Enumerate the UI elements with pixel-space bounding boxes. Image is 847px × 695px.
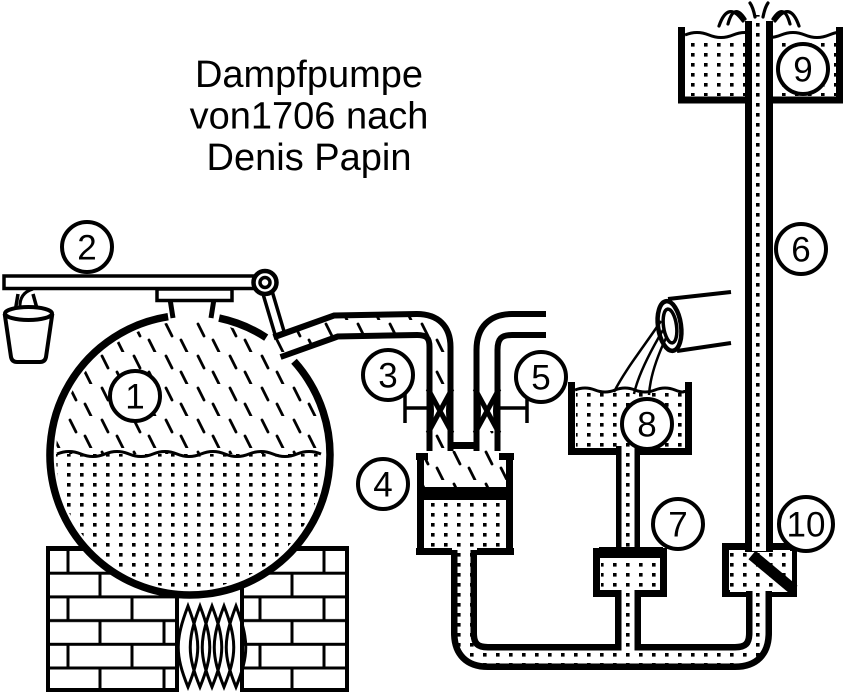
label-7-number: 7 <box>668 506 687 545</box>
spray-mid-left <box>748 1 757 19</box>
manifold-water <box>457 540 766 664</box>
valve5-stem <box>500 394 529 423</box>
label-3: 3 <box>361 348 415 402</box>
spray-left-inner <box>726 10 747 26</box>
label-8-number: 8 <box>637 406 656 445</box>
boiler-shell <box>46 312 334 599</box>
pipe-interiors <box>261 316 553 456</box>
valve-flange <box>155 287 234 303</box>
spray-left-outer <box>717 10 745 28</box>
label-2: 2 <box>60 220 114 274</box>
label-9-number: 9 <box>793 51 812 90</box>
label-2-number: 2 <box>77 229 96 268</box>
bucket-body <box>2 314 55 364</box>
valve3-stem <box>403 394 427 423</box>
label-1-number: 1 <box>125 378 144 417</box>
part-labels: 1 2 3 4 5 6 7 8 <box>60 42 835 553</box>
water-inlet-pipe <box>612 290 732 396</box>
valve5-cross <box>472 387 502 435</box>
piston <box>419 487 511 500</box>
lever-pivot-pin <box>258 275 272 290</box>
lever-arm <box>2 274 260 291</box>
label-10-number: 10 <box>787 506 826 545</box>
diagram-title: Dampfpumpe von1706 nach Denis Papin <box>190 54 429 179</box>
water-stream-3 <box>647 337 668 396</box>
cylinder <box>416 442 514 555</box>
label-6: 6 <box>774 222 828 276</box>
water-stream-1 <box>612 320 663 393</box>
valve3-cross <box>425 387 455 435</box>
valve-5 <box>472 387 529 435</box>
valve10-flap <box>748 550 798 595</box>
pipe-water-channels <box>457 15 766 664</box>
water-stream-2 <box>632 329 665 395</box>
fountain-spray <box>717 1 801 28</box>
label-8: 8 <box>620 397 674 451</box>
label-4: 4 <box>356 457 410 511</box>
cylinder-top-edges <box>416 442 514 460</box>
title-line-2: von1706 nach <box>190 96 429 138</box>
cylinder-steam-region <box>424 451 506 487</box>
fire-flames <box>176 601 248 691</box>
boiler-waterline <box>56 450 322 458</box>
title-line-3: Denis Papin <box>207 137 412 179</box>
label-5: 5 <box>514 350 568 404</box>
safety-valve-assembly <box>2 268 291 350</box>
title-line-1: Dampfpumpe <box>195 54 423 96</box>
counterweight-bucket <box>2 287 55 364</box>
label-1: 1 <box>108 369 162 423</box>
spray-mid-right <box>761 1 770 19</box>
spray-right-outer <box>773 10 801 28</box>
inlet-pipe-body <box>667 290 732 353</box>
label-3-number: 3 <box>378 357 397 396</box>
boiler-neck <box>169 299 215 318</box>
steam-pipe-interior <box>261 316 448 456</box>
label-4-number: 4 <box>373 466 392 505</box>
valve-3 <box>403 387 455 435</box>
label-5-number: 5 <box>531 359 550 398</box>
exhaust-pipe-interior <box>479 317 553 456</box>
inlet-pipe-bore <box>661 307 679 345</box>
cylinder-water-region <box>424 500 506 550</box>
label-6-number: 6 <box>791 231 810 270</box>
bucket-rim <box>3 305 54 322</box>
label-9: 9 <box>776 42 830 96</box>
cylinder-side-walls <box>417 453 513 555</box>
spray-right-inner <box>771 10 792 26</box>
label-7: 7 <box>651 497 705 551</box>
label-10: 10 <box>777 495 835 553</box>
